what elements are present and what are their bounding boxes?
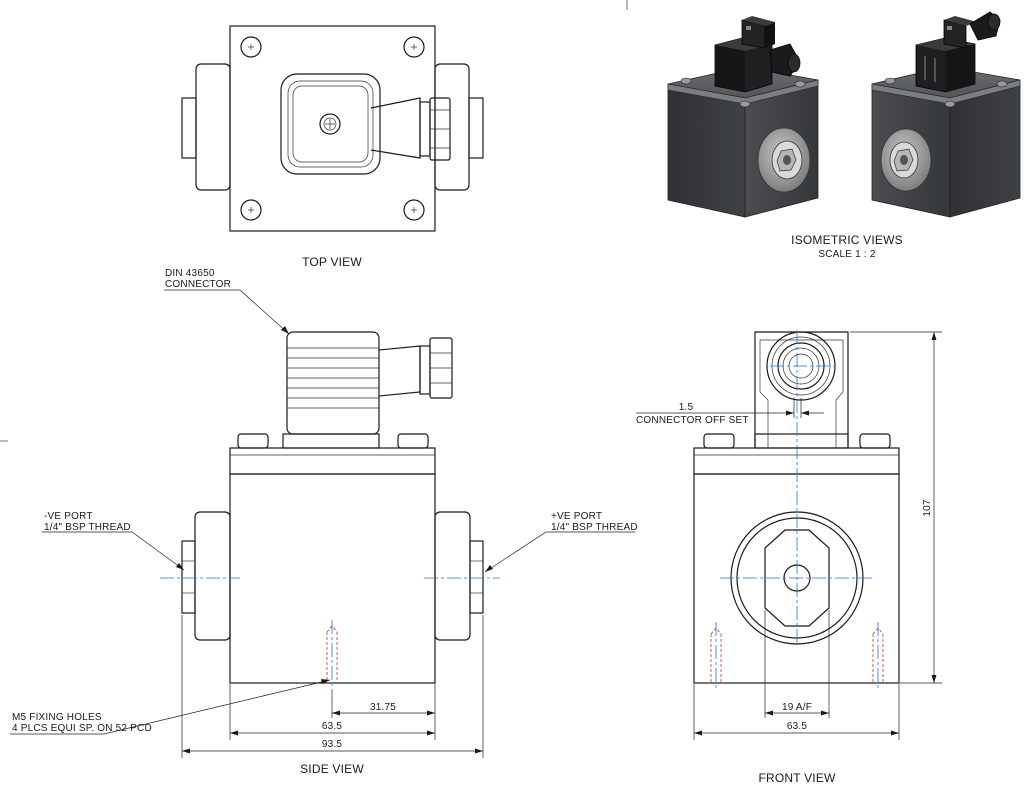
connector-callout-line2: CONNECTOR	[165, 279, 231, 290]
dim-hole-to-edge: 31.75	[370, 702, 396, 713]
isometric-view-left	[667, 16, 819, 218]
top-view	[181, 25, 484, 232]
side-view-title: SIDE VIEW	[300, 762, 364, 776]
isometric-view-right	[871, 11, 1021, 218]
dim-side-overall-width: 93.5	[322, 739, 343, 750]
front-view-dimensions	[636, 331, 942, 740]
fixing-callout-line2: 4 PLCS EQUI SP. ON 52 PCD	[12, 723, 152, 734]
neg-port-callout-line1: -VE PORT	[44, 511, 93, 522]
dim-connector-offset-label: CONNECTOR OFF SET	[636, 415, 749, 426]
connector-callout-line1: DIN 43650	[165, 268, 215, 279]
dim-front-height: 107	[922, 499, 933, 517]
side-view	[160, 331, 500, 690]
pos-port-callout-line1: +VE PORT	[551, 511, 602, 522]
dim-front-body-width: 63.5	[787, 721, 808, 732]
side-view-dimensions	[181, 615, 484, 758]
front-view	[693, 330, 900, 718]
fixing-callout-line1: M5 FIXING HOLES	[12, 712, 102, 723]
side-view-leaders	[10, 289, 635, 735]
neg-port-callout-line2: 1/4" BSP THREAD	[44, 522, 131, 533]
top-view-title: TOP VIEW	[302, 255, 362, 269]
dim-side-body-width: 63.5	[322, 721, 343, 732]
pos-port-callout-line2: 1/4" BSP THREAD	[551, 522, 638, 533]
dim-connector-offset-value: 1.5	[679, 402, 694, 413]
isometric-scale-label: SCALE 1 : 2	[818, 249, 875, 260]
isometric-views-title: ISOMETRIC VIEWS	[791, 233, 903, 247]
dim-front-af: 19 A/F	[782, 702, 812, 713]
front-view-title: FRONT VIEW	[758, 771, 836, 785]
